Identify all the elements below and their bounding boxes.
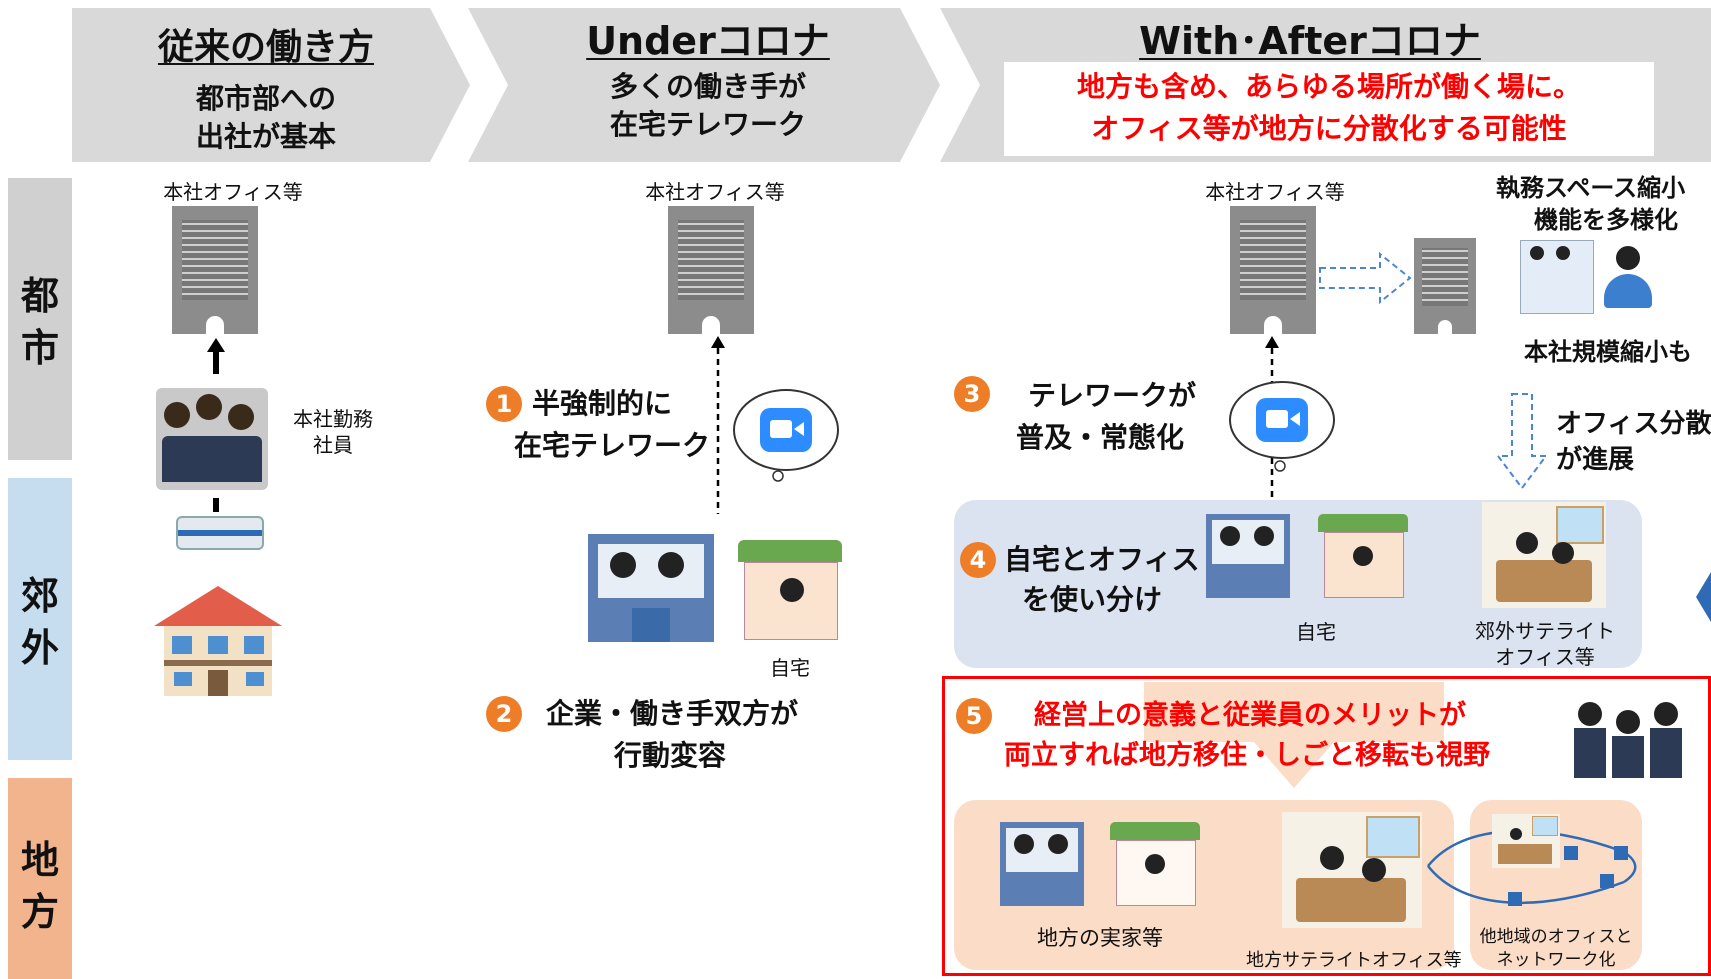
step4-text-line2: を使い分け: [1022, 583, 1163, 616]
step5-text-line1: 経営上の意義と従業員のメリットが: [1034, 700, 1466, 731]
col1-worker-label: 本社勤務社員: [293, 407, 373, 457]
step2-text-line1: 企業・働き手双方が: [546, 697, 799, 730]
office-building-icon: [668, 206, 754, 334]
step3-text-line2: 普及・常態化: [1016, 421, 1185, 454]
video-call-cloud-icon: [1229, 381, 1335, 472]
step2-badge: 2: [486, 696, 522, 732]
step3-text-line1: テレワークが: [1028, 379, 1197, 412]
hq-shrink-text: 本社規模縮小も: [1524, 338, 1692, 366]
col2-subtitle: 多くの働き手が在宅テレワーク: [609, 70, 806, 141]
small-satellite-icon: [1492, 814, 1560, 868]
network-lines: [1427, 829, 1637, 906]
col1-title: 従来の働き方: [157, 27, 374, 68]
col1-subtitle: 都市部への出社が基本: [195, 82, 336, 153]
col2-title: Underコロナ: [586, 19, 830, 63]
regional-satellite-label: 地方サテライトオフィス等: [1246, 950, 1462, 971]
home-worker-icon: [738, 540, 842, 640]
shrink-dashed-arrow: [1319, 251, 1412, 305]
diverse-function-icon: [1520, 240, 1710, 320]
step1-badge: 1: [486, 386, 522, 422]
row-label-suburb: 郊外: [8, 478, 72, 760]
space-reduction-text: 執務スペース縮小 機能を多様化: [1496, 174, 1686, 234]
disperse-dashed-arrow: [1496, 393, 1548, 490]
step5-red-box: [942, 676, 1711, 976]
suburb-satellite-label: 郊外サテライトオフィス等: [1475, 619, 1615, 669]
family-home-label: 地方の実家等: [1037, 926, 1163, 950]
step1-text-line1: 半強制的に: [532, 387, 673, 420]
crowded-train-icon: [156, 388, 268, 490]
disperse-text: オフィス分散が進展: [1556, 409, 1711, 475]
step4-text-line1: 自宅とオフィス: [1004, 543, 1200, 576]
video-call-cloud-icon: [733, 389, 839, 482]
row-label-region: 地方: [8, 778, 72, 979]
train-icon: [176, 516, 264, 550]
step5-callout: [1144, 682, 1444, 788]
step3-badge: 3: [954, 376, 990, 412]
blue-arrow-edge: [1696, 572, 1711, 622]
col3-office-label: 本社オフィス等: [1205, 180, 1345, 204]
col2-dashed-arrow: [711, 336, 725, 514]
office-building-icon: [1230, 206, 1316, 334]
col3-subtitle-box: 地方も含め、あらゆる場所が働く場に。オフィス等が地方に分散化する可能性: [1004, 62, 1654, 156]
col2-office-label: 本社オフィス等: [645, 180, 785, 204]
home-worker-icon: [1110, 822, 1200, 906]
col1-office-label: 本社オフィス等: [163, 180, 303, 204]
office-building-icon: [172, 206, 258, 334]
step2-text-line2: 行動変容: [614, 739, 727, 772]
network-label: 他地域のオフィスとネットワーク化: [1479, 927, 1633, 970]
house-icon: [150, 582, 286, 698]
step5-badge: 5: [956, 698, 992, 734]
step4-badge: 4: [960, 542, 996, 578]
col3-home-label: 自宅: [1296, 620, 1336, 644]
office-workers-icon: [588, 534, 714, 642]
office-workers-icon: [1000, 822, 1084, 906]
step5-text-line2: 両立すれば地方移住・しごと移転も視野: [1004, 740, 1490, 771]
col3-title: With･Afterコロナ: [1139, 19, 1481, 63]
home-worker-icon: [1318, 514, 1408, 598]
step1-text-line2: 在宅テレワーク: [514, 429, 711, 462]
office-workers-icon: [1206, 514, 1290, 598]
col2-home-label: 自宅: [770, 656, 810, 680]
satellite-office-icon: [1482, 502, 1606, 608]
satellite-office-icon: [1282, 812, 1422, 928]
cheering-workers-icon: [1570, 700, 1690, 780]
small-office-building-icon: [1414, 238, 1476, 334]
row-label-city: 都市: [8, 178, 72, 460]
